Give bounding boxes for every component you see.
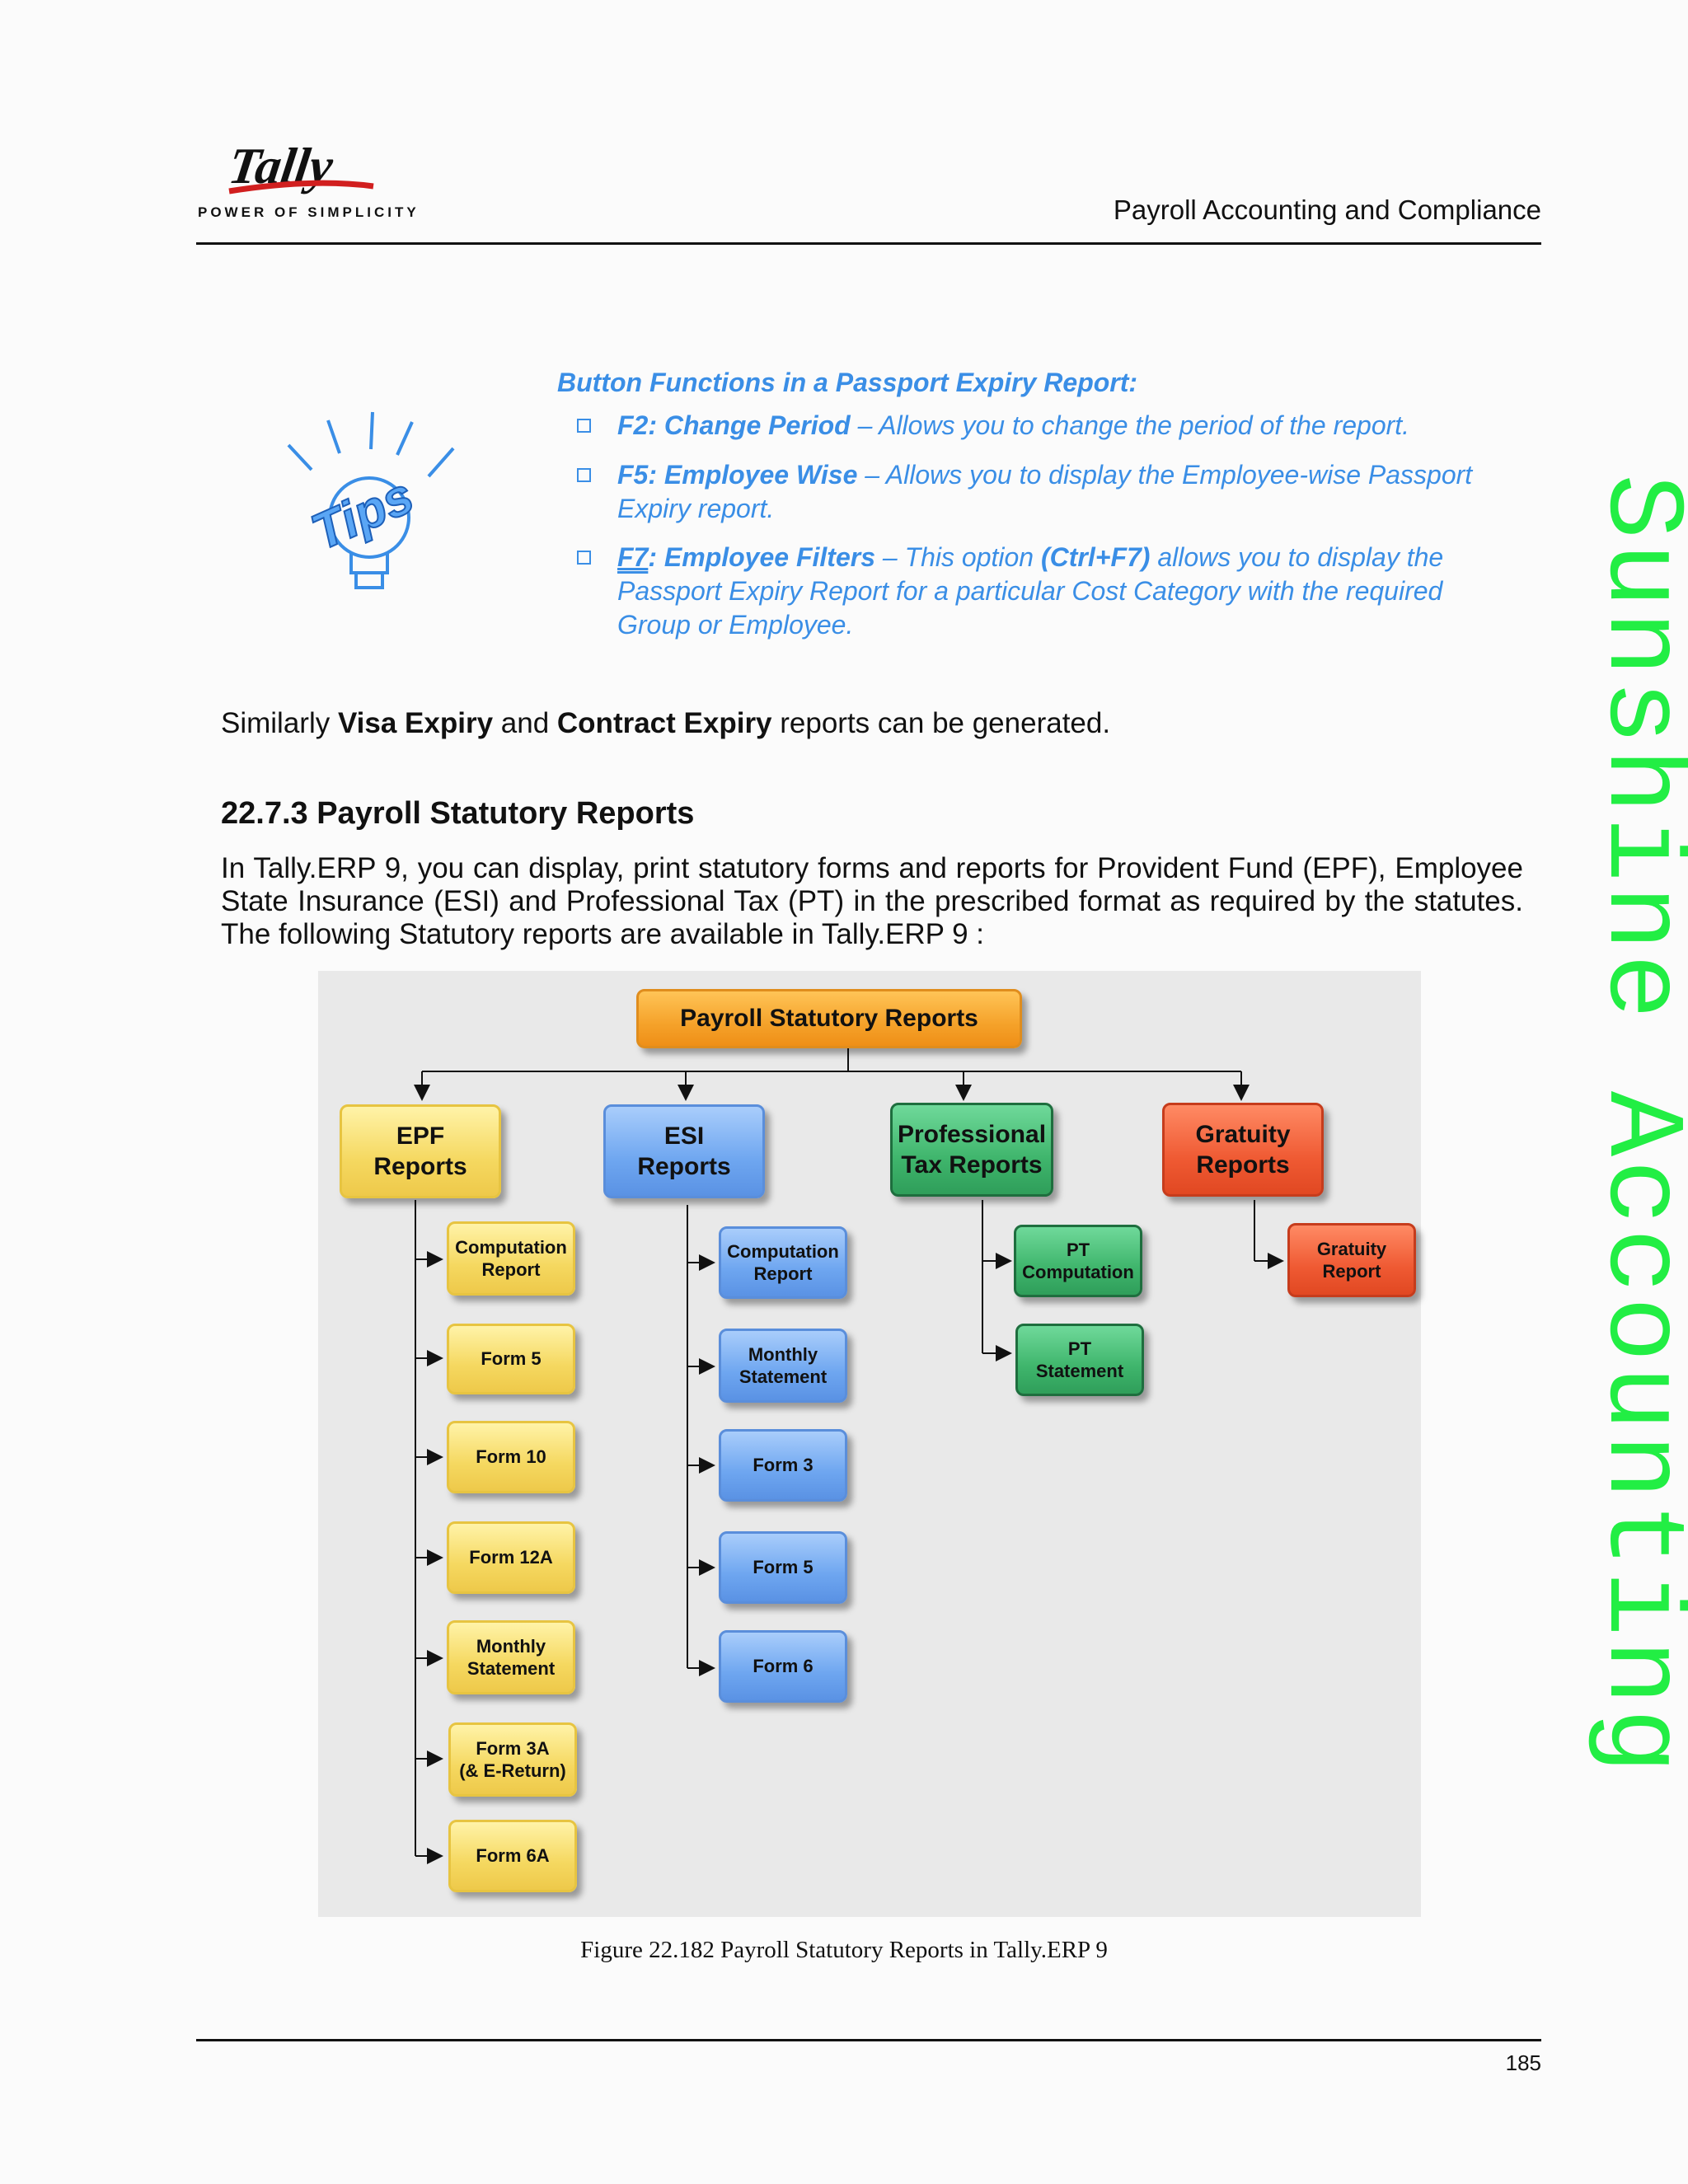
tip-text: – Allows you to change the period of the… (850, 410, 1410, 440)
node-line: ESI (663, 1122, 705, 1150)
footer-rule (196, 2039, 1541, 2041)
tip-item-f5: F5: Employee Wise – Allows you to displa… (577, 458, 1492, 526)
esi-reports-node: ESI Reports (603, 1104, 765, 1198)
esi-form-6: Form 6 (719, 1630, 847, 1703)
header-rule (196, 242, 1541, 245)
node-line: Report (753, 1263, 813, 1284)
visa-expiry: Visa Expiry (337, 707, 494, 739)
bullet-icon (577, 419, 591, 433)
section-heading: 22.7.3 Payroll Statutory Reports (221, 796, 695, 831)
tally-logo: Tally (225, 138, 374, 194)
node-line: Monthly (748, 1343, 818, 1365)
node-line: Report (1322, 1261, 1381, 1282)
tip-key: : Employee Filters (648, 542, 875, 572)
node-line: EPF (396, 1122, 445, 1150)
contract-expiry: Contract Expiry (556, 707, 772, 739)
tip-key: F5: Employee Wise (617, 460, 858, 490)
tip-item-f7: F7: Employee Filters – This option (Ctrl… (577, 541, 1492, 642)
node-line: Report (481, 1259, 541, 1280)
node-line: Professional (897, 1120, 1047, 1148)
running-header-title: Payroll Accounting and Compliance (1113, 194, 1541, 225)
epf-form-12a: Form 12A (447, 1521, 575, 1594)
tip-item-f2: F2: Change Period – Allows you to change… (577, 409, 1492, 443)
tip-text: allows you to display the Passport Expir… (617, 542, 1444, 640)
node-line: Reports (1196, 1151, 1290, 1179)
text: reports can be generated. (771, 707, 1111, 739)
node-line: Tax Reports (901, 1151, 1043, 1179)
text: and (493, 707, 557, 739)
epf-form-5: Form 5 (447, 1324, 575, 1394)
esi-form-5: Form 5 (719, 1531, 847, 1604)
similarly-paragraph: Similarly Visa Expiry and Contract Expir… (221, 707, 1523, 740)
epf-reports-node: EPF Reports (340, 1104, 501, 1198)
tip-key: F2: Change Period (617, 410, 851, 440)
payroll-statutory-diagram: Payroll Statutory Reports EPF Reports ESI… (318, 971, 1421, 1917)
node-line: Computation (455, 1236, 567, 1258)
logo-tagline: POWER OF SIMPLICITY (198, 204, 420, 220)
figure-caption: Figure 22.182 Payroll Statutory Reports … (580, 1937, 1108, 1963)
tip-text: – This option (874, 542, 1041, 572)
epf-form-3a: Form 3A(& E-Return) (448, 1722, 577, 1797)
tip-text: – Allows you to display the Employee-wis… (617, 460, 1473, 523)
epf-form-10: Form 10 (447, 1421, 575, 1493)
svg-text:Tips: Tips (303, 467, 421, 561)
node-line: (& E-Return) (459, 1760, 566, 1781)
node-line: Gratuity (1316, 1238, 1387, 1259)
node-line: PT (1067, 1338, 1092, 1359)
root-node: Payroll Statutory Reports (636, 989, 1022, 1048)
intro-paragraph: In Tally.ERP 9, you can display, print s… (221, 852, 1523, 950)
node-line: Monthly (476, 1635, 546, 1657)
tips-title: Button Functions in a Passport Expiry Re… (557, 368, 1138, 397)
diagram-connectors (414, 1047, 1284, 1864)
node-line: Statement (1035, 1361, 1124, 1381)
tips-bulb-icon: Tips (287, 411, 455, 589)
bullet-icon (577, 551, 591, 565)
node-line: Statement (467, 1658, 556, 1679)
node-line: Reports (373, 1153, 467, 1180)
node-line: Computation (727, 1240, 839, 1262)
tip-key-underlined: F7 (617, 542, 649, 572)
page-number: 185 (1505, 2050, 1541, 2075)
watermark: Sunshine Accounting (1578, 474, 1688, 1778)
esi-form-3: Form 3 (719, 1429, 847, 1502)
node-line: Reports (637, 1153, 731, 1180)
bullet-icon (577, 468, 591, 482)
tip-shortcut: (Ctrl+F7) (1040, 542, 1151, 572)
node-line: Statement (738, 1366, 828, 1387)
epf-form-6a: Form 6A (448, 1820, 577, 1892)
node-line: PT (1066, 1239, 1090, 1260)
node-line: Form 3A (476, 1737, 550, 1759)
text: Similarly (221, 707, 338, 739)
node-line: Computation (1022, 1262, 1134, 1282)
node-line: Gratuity (1195, 1120, 1291, 1148)
